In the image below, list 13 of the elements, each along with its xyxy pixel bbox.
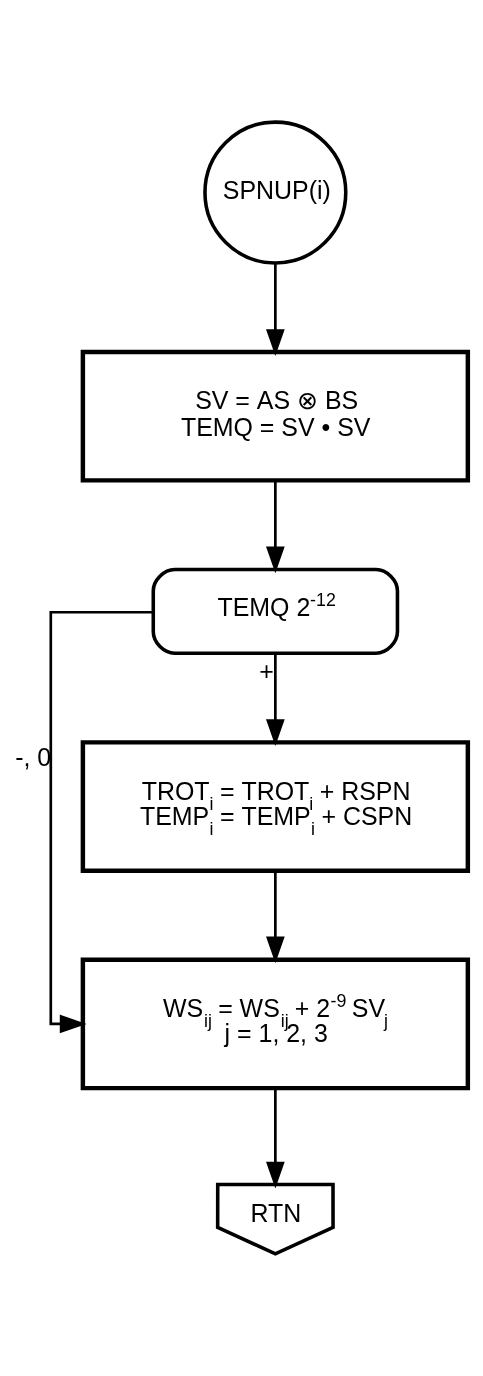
node-box: TEMQ 2$^{-12}$ bbox=[151, 567, 400, 656]
arrow bbox=[266, 1088, 285, 1189]
edge-label: -, 0 bbox=[15, 742, 52, 771]
arrow bbox=[266, 653, 285, 747]
arrow bbox=[266, 871, 285, 964]
arrow bbox=[49, 610, 153, 1034]
node-box: TROT$_{i}$ = TROT$_{i}$ + RSPN TEMP$_{i}$ = TEMP$_{i}$ + CSPN bbox=[80, 740, 471, 873]
node-box: SV = AS ⊗ BS TEMQ = SV • SV bbox=[80, 349, 471, 483]
node-box: WS$_{ij}$ = WS$_{ij}$ + 2$^{-9}$ SV$_{j}$ j = 1, 2, 3 bbox=[80, 957, 471, 1091]
arrow bbox=[266, 480, 285, 574]
edge-label: + bbox=[259, 657, 274, 686]
node-circle: SPNUP(i) bbox=[203, 120, 348, 265]
arrow bbox=[266, 263, 285, 356]
